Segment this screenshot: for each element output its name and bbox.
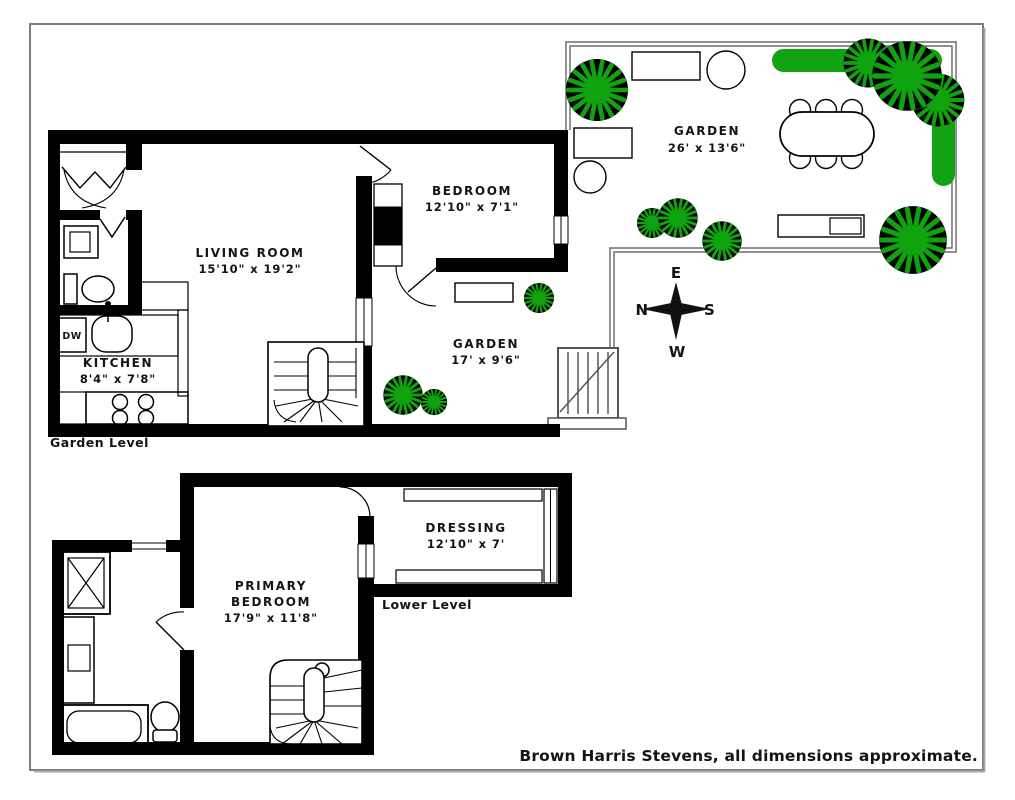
bedroom-dims: 12'10" x 7'1" <box>425 200 519 214</box>
dishwasher <box>57 317 87 353</box>
lower-windows <box>132 540 375 579</box>
vanity <box>63 225 99 259</box>
garden-level-bathroom <box>63 216 126 305</box>
garden-table <box>706 50 746 90</box>
lower-doors <box>155 486 371 651</box>
kitchen-dims: 8'4" x 7'8" <box>80 372 156 386</box>
shower <box>61 551 111 615</box>
lower-level-walls <box>52 473 572 755</box>
garden-small-dims: 17' x 9'6" <box>451 353 520 367</box>
burner <box>137 409 155 427</box>
toilet-tank <box>63 273 78 305</box>
compass-east: E <box>671 264 681 282</box>
living-room-name: LIVING ROOM <box>195 246 304 260</box>
counter <box>177 309 189 397</box>
burner <box>111 393 129 411</box>
dishwasher-label: DW <box>62 331 81 342</box>
dressing-closets <box>395 488 558 584</box>
garden-level-walls <box>48 130 568 437</box>
lower-bathroom <box>59 551 180 750</box>
entry-closet <box>60 151 127 209</box>
bathtub <box>59 704 149 750</box>
garden-large-dims: 26' x 13'6" <box>668 141 746 155</box>
dressing-dims: 12'10" x 7' <box>427 537 505 551</box>
compass-west: W <box>669 343 686 361</box>
grill-bench-inner <box>829 217 862 235</box>
closet <box>403 488 543 502</box>
lower-level-label: Lower Level <box>382 597 472 612</box>
garden-level-label: Garden Level <box>50 435 149 450</box>
door-leaf <box>155 621 185 651</box>
door-swing <box>63 169 107 209</box>
primary-bedroom-name-line2: BEDROOM <box>231 595 311 609</box>
vanity <box>61 616 95 704</box>
door-swing <box>395 265 437 307</box>
dining-table <box>779 111 875 157</box>
toilet <box>81 275 115 303</box>
bathtub-inner <box>66 710 142 744</box>
lower-level-plan: PRIMARY BEDROOM 17'9" x 11'8" DRESSING 1… <box>52 473 572 755</box>
closet <box>395 569 543 584</box>
kitchen-name: KITCHEN <box>83 356 153 370</box>
closet-wall <box>373 206 403 246</box>
door-swing <box>155 611 185 623</box>
compass-star-vertical <box>669 282 683 340</box>
tree <box>523 282 555 314</box>
bedroom-divider <box>359 145 437 307</box>
primary-bedroom-name-line1: PRIMARY <box>235 579 307 593</box>
tree <box>382 374 424 416</box>
dining-set <box>779 98 875 170</box>
sink <box>69 231 91 253</box>
faucet-knob <box>105 301 111 307</box>
living-room-dims: 15'10" x 19'2" <box>198 262 301 276</box>
toilet <box>150 701 180 733</box>
planter <box>631 51 701 81</box>
compass-north: N <box>635 301 648 319</box>
kitchen-sink <box>91 315 133 353</box>
bathroom-door <box>99 216 126 239</box>
garden-bench <box>454 282 514 303</box>
stove <box>85 391 189 425</box>
tree <box>657 197 699 239</box>
kitchen-area <box>55 281 189 427</box>
garden-large-name: GARDEN <box>674 124 740 138</box>
door-leaf <box>359 145 392 171</box>
tree <box>701 220 743 262</box>
primary-bedroom-dims: 17'9" x 11'8" <box>224 611 318 625</box>
garden-level-stairs <box>267 341 365 427</box>
compass-south: S <box>704 301 715 319</box>
tree <box>872 41 942 111</box>
counter <box>139 281 189 311</box>
bifold-doors <box>61 166 127 190</box>
lower-level-stairs <box>269 659 363 745</box>
tree <box>420 388 448 416</box>
door-swing <box>81 169 125 209</box>
windows <box>355 215 569 347</box>
large-garden: GARDEN 26' x 13'6" <box>566 37 966 348</box>
bedroom-name: BEDROOM <box>432 184 512 198</box>
burner <box>111 409 129 427</box>
toilet-base <box>152 729 178 743</box>
footer-disclaimer: Brown Harris Stevens, all dimensions app… <box>519 747 978 765</box>
door-swing <box>359 169 392 185</box>
garden-small-name: GARDEN <box>453 337 519 351</box>
door-swing <box>339 486 371 518</box>
outdoor-stairs <box>547 347 627 430</box>
burner <box>137 393 155 411</box>
tree <box>879 206 947 274</box>
garden-level-plan: DW LIVING ROOM 15'10" x 19'2" BEDROOM 12… <box>48 130 569 450</box>
dressing-name: DRESSING <box>425 521 506 535</box>
shower-inner <box>67 557 105 609</box>
opening <box>132 540 166 552</box>
garden-table <box>573 160 607 194</box>
sink <box>67 644 91 672</box>
planter <box>573 127 633 159</box>
shower-x <box>67 557 105 609</box>
door-leaf <box>407 267 437 293</box>
small-garden: GARDEN 17' x 9'6" <box>382 282 627 430</box>
compass: E N S W <box>635 264 714 361</box>
tree <box>566 59 628 121</box>
